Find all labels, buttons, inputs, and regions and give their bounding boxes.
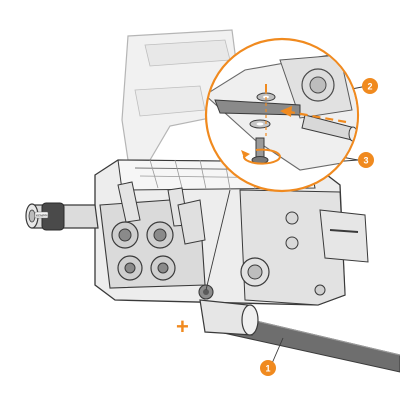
- svg-text:2: 2: [367, 81, 372, 91]
- svg-text:1: 1: [265, 363, 270, 373]
- callout-3: 3: [358, 152, 374, 168]
- detail-magnifier: [204, 37, 360, 193]
- callout-2: 2: [362, 78, 378, 94]
- callout-1: 1: [260, 360, 276, 376]
- cable: [199, 299, 400, 373]
- svg-text:3: 3: [363, 155, 368, 165]
- gun-connector: KEMPPI: [25, 202, 99, 231]
- plus-symbol: +: [176, 314, 189, 339]
- brand-logo: KEMPPI: [34, 211, 49, 219]
- drive-roll-mechanism: [99, 181, 206, 289]
- side-panel-connectors: [240, 209, 369, 296]
- screw-mount-point: [198, 284, 214, 300]
- open-cover: [121, 29, 241, 161]
- svg-text:KEMPPI: KEMPPI: [36, 214, 48, 218]
- svg-text:+: +: [176, 314, 189, 339]
